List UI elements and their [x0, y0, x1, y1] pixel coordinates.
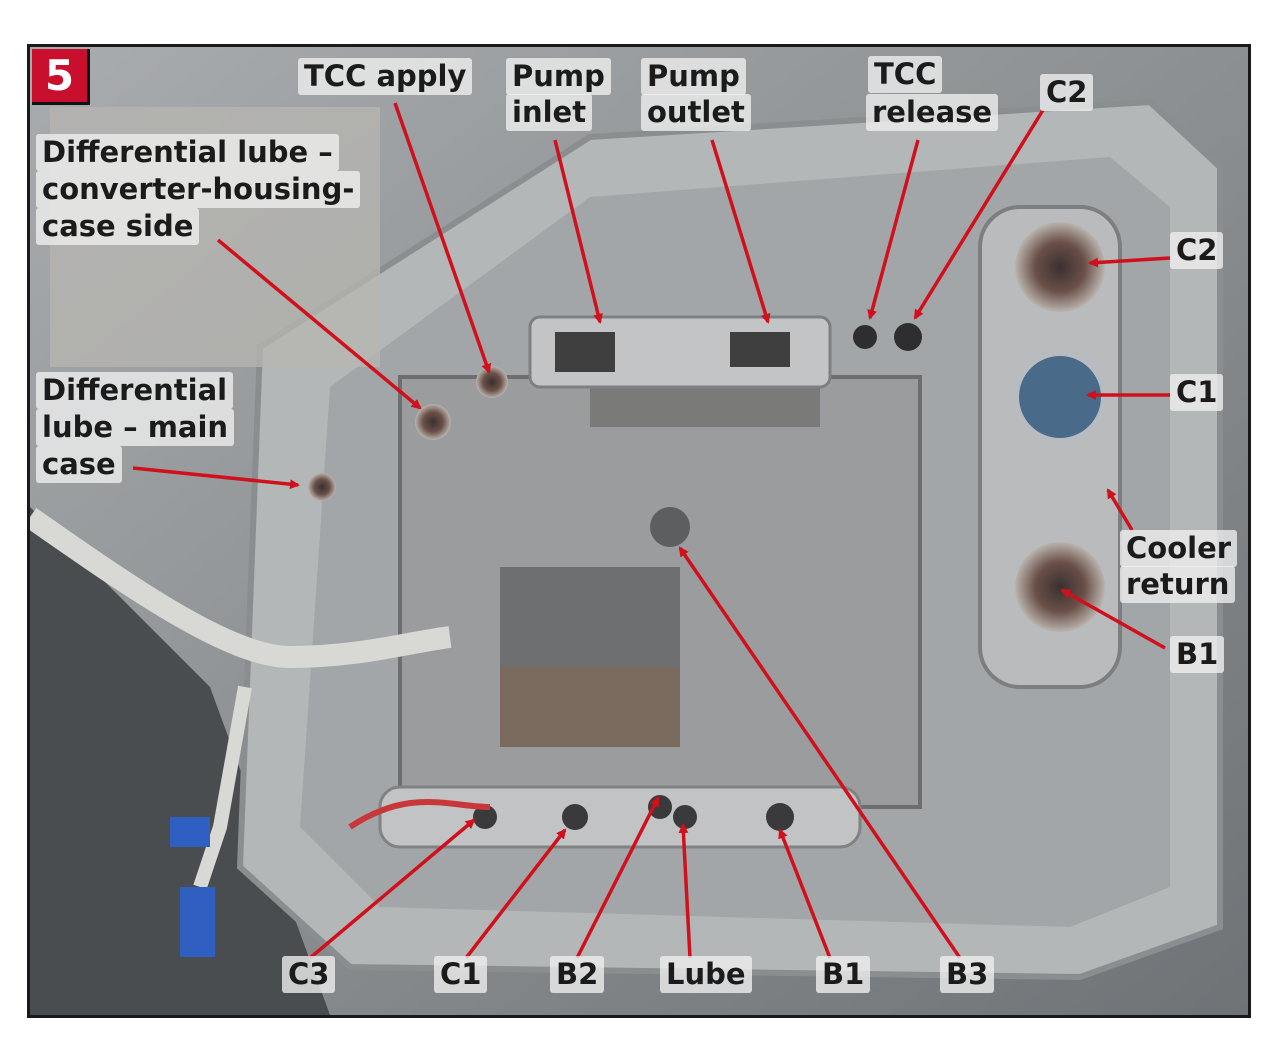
label-tcc-release-line1: TCC: [868, 56, 943, 93]
label-tcc-apply: TCC apply: [298, 58, 473, 95]
label-pump-inlet-line1: Pump: [506, 58, 611, 95]
label-b1-right: B1: [1170, 636, 1225, 673]
label-diff-lube-main-line2: lube – main: [36, 409, 235, 446]
label-c1-bottom: C1: [434, 956, 488, 993]
label-c2-right: C2: [1170, 232, 1224, 269]
label-diff-lube-main-line3: case: [36, 446, 122, 483]
label-c2-top: C2: [1040, 74, 1094, 111]
label-cooler-return-line2: return: [1120, 566, 1236, 603]
label-pump-outlet-line1: Pump: [641, 58, 746, 95]
label-c1-right: C1: [1170, 374, 1224, 411]
label-diff-lube-main-line1: Differential: [36, 372, 234, 409]
figure-number-badge: 5: [32, 49, 90, 105]
label-b3-bottom: B3: [940, 956, 995, 993]
label-tcc-release-line2: release: [866, 94, 999, 131]
label-b1-bottom: B1: [816, 956, 871, 993]
label-pump-outlet-line2: outlet: [641, 94, 751, 131]
label-c3-bottom: C3: [282, 956, 336, 993]
label-lube-bottom: Lube: [660, 956, 752, 993]
label-cooler-return-line1: Cooler: [1120, 530, 1238, 567]
label-diff-lube-conv-line1: Differential lube –: [36, 134, 339, 171]
label-b2-bottom: B2: [550, 956, 605, 993]
label-diff-lube-conv-line3: case side: [36, 208, 200, 245]
label-pump-inlet-line2: inlet: [506, 94, 593, 131]
label-diff-lube-conv-line2: converter-housing-: [36, 171, 361, 208]
